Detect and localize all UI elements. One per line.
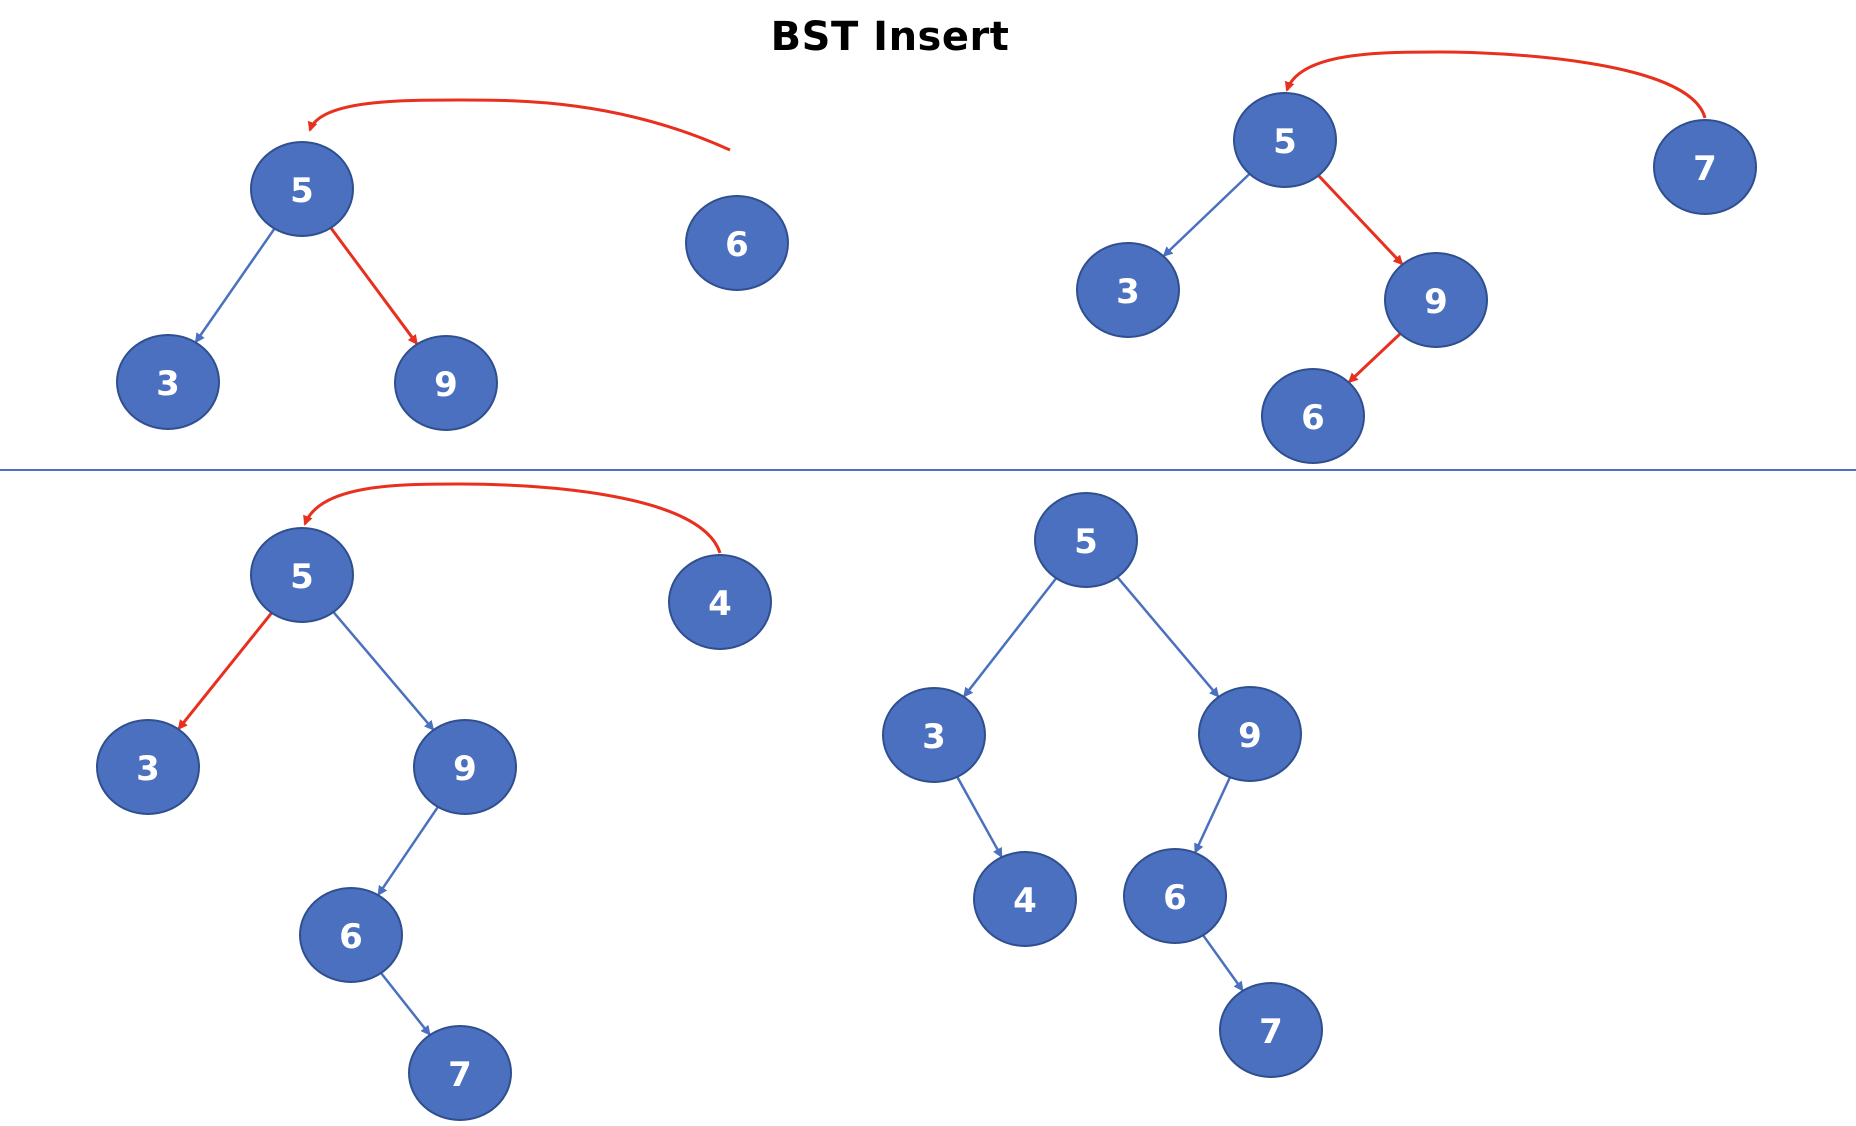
node-label: 3 [136,749,160,789]
page-title: BST Insert [770,14,1010,60]
edge-br-n6-to-br-n7 [1201,933,1244,992]
edge-tr-n5-to-tr-n3 [1162,172,1252,257]
edge-br-n5-to-br-n9 [1115,575,1220,698]
tree-node-tr-n7: 7 [1653,119,1757,215]
node-label: 5 [290,557,314,597]
tree-node-tr-n6: 6 [1261,368,1365,464]
node-circle [1076,242,1180,338]
edge-tl-n5-to-tl-n9 [329,226,418,346]
insert-arc-bottom-left [303,482,722,554]
node-circle [1384,252,1488,348]
node-label: 3 [1116,272,1140,312]
node-label: 9 [1238,716,1262,756]
node-label: 9 [1424,282,1448,322]
node-label: 3 [922,717,946,757]
edge-br-n5-to-br-n3 [963,576,1058,698]
node-label: 5 [290,171,314,211]
insert-arc-top-right [1284,50,1707,119]
tree-node-br-n4: 4 [973,851,1077,947]
node-label: 6 [725,225,749,265]
tree-node-bl-n7: 7 [408,1025,512,1121]
tree-node-bl-n5: 5 [250,527,354,623]
tree-node-br-n3: 3 [882,687,986,783]
node-circle [1219,982,1323,1078]
tree-node-bl-n3: 3 [96,719,200,815]
node-circle [1233,92,1337,188]
tree-node-tl-n3: 3 [116,334,220,430]
node-label: 4 [1013,881,1037,921]
node-label: 7 [1693,149,1717,189]
tree-node-br-n6: 6 [1123,848,1227,944]
node-label: 9 [453,749,477,789]
node-circle [1653,119,1757,215]
node-circle [96,719,200,815]
node-circle [250,527,354,623]
node-circle [1123,848,1227,944]
node-circle [413,719,517,815]
edge-br-n9-to-br-n6 [1194,775,1232,854]
node-circle [250,141,354,237]
edge-bl-n6-to-bl-n7 [379,971,431,1036]
tree-node-br-n7: 7 [1219,982,1323,1078]
insert-arc-top-left [307,98,731,152]
node-circle [394,335,498,431]
node-circle [299,887,403,983]
node-circle [116,334,220,430]
node-circle [973,851,1077,947]
edge-tr-n9-to-tr-n6 [1347,331,1403,384]
tree-node-tr-n9: 9 [1384,252,1488,348]
edge-br-n3-to-br-n4 [955,775,1003,859]
nodes-layer: 5 3 9 6 5 3 9 6 7 5 3 9 6 7 4 5 3 9 4 6 7 [96,92,1757,1121]
node-label: 7 [448,1055,472,1095]
edges-layer [177,50,1707,1036]
node-circle [685,195,789,291]
node-circle [1261,368,1365,464]
node-circle [668,554,772,650]
node-label: 6 [1301,398,1325,438]
node-label: 7 [1259,1012,1283,1052]
node-label: 6 [1163,878,1187,918]
node-label: 5 [1273,122,1297,162]
node-label: 4 [708,584,732,624]
edge-tl-n5-to-tl-n3 [194,227,277,344]
tree-node-br-n5: 5 [1034,492,1138,588]
node-circle [1034,492,1138,588]
tree-node-br-n9: 9 [1198,686,1302,782]
edge-tr-n5-to-tr-n9 [1316,173,1404,266]
edge-bl-n5-to-bl-n9 [331,610,435,731]
edge-bl-n9-to-bl-n6 [377,805,440,897]
node-label: 9 [434,365,458,405]
tree-node-tl-n9: 9 [394,335,498,431]
node-label: 6 [339,917,363,957]
tree-node-bl-n6: 6 [299,887,403,983]
node-label: 5 [1074,522,1098,562]
node-circle [882,687,986,783]
node-label: 3 [156,364,180,404]
tree-node-bl-n4: 4 [668,554,772,650]
tree-node-tl-n6: 6 [685,195,789,291]
tree-node-bl-n9: 9 [413,719,517,815]
tree-node-tr-n3: 3 [1076,242,1180,338]
edge-bl-n5-to-bl-n3 [177,611,274,731]
node-circle [408,1025,512,1121]
tree-node-tr-n5: 5 [1233,92,1337,188]
node-circle [1198,686,1302,782]
tree-node-tl-n5: 5 [250,141,354,237]
